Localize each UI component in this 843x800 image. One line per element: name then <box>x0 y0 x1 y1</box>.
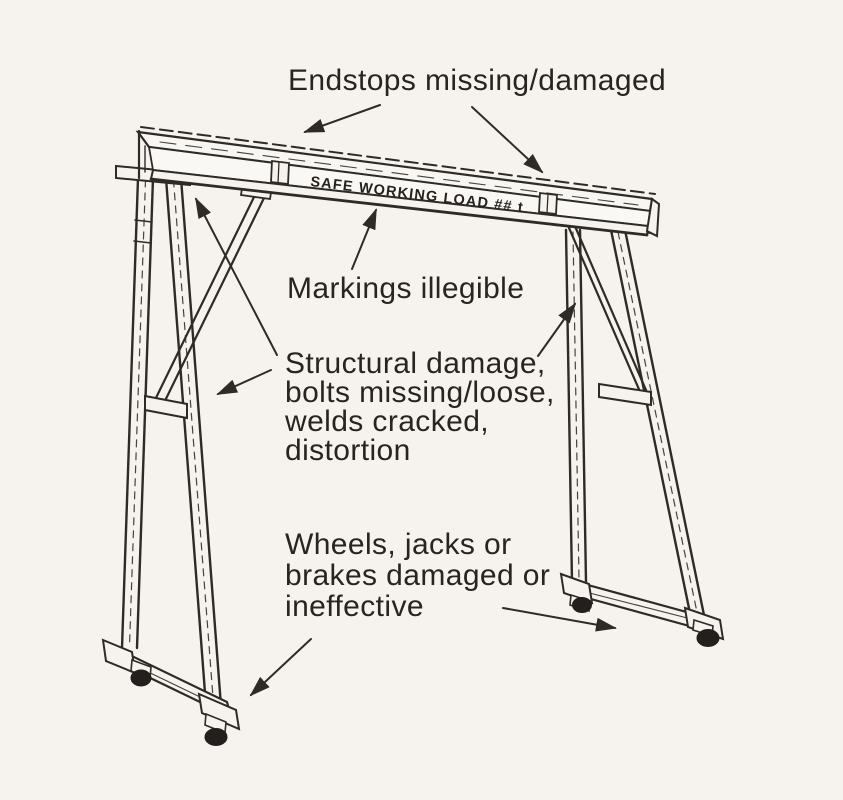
right-diagonal-brace <box>564 219 651 399</box>
label-endstops-missing-damaged: Endstops missing/damaged <box>288 64 667 97</box>
endstop-bracket-left <box>270 159 290 186</box>
arrow-markings <box>351 208 377 270</box>
left-diagonal-brace <box>151 180 274 411</box>
arrow-wheels-right <box>502 607 617 632</box>
endstop-bracket-right <box>538 191 558 216</box>
right-cross-member <box>598 382 652 407</box>
arrow-endstops-right <box>471 106 544 174</box>
arrow-structural-top <box>195 197 278 356</box>
arrow-wheels-left <box>249 638 312 697</box>
right-a-frame <box>553 210 725 647</box>
right-front-caster <box>569 593 592 613</box>
label-structural-damage: Structural damage, bolts missing/loose, … <box>285 347 555 467</box>
girder-beam <box>135 126 661 238</box>
left-cross-member <box>144 394 188 420</box>
arrow-endstops-left <box>303 104 381 133</box>
label-markings-illegible: Markings illegible <box>287 272 525 305</box>
callout-arrows <box>195 104 617 697</box>
arrow-structural-right <box>537 302 577 357</box>
right-rear-caster <box>692 618 720 647</box>
beam-right-end <box>645 197 661 238</box>
left-rear-caster <box>204 712 228 746</box>
left-a-frame <box>101 164 274 746</box>
arrow-structural-left <box>216 369 272 395</box>
left-front-caster <box>130 658 152 687</box>
label-wheels-jacks-brakes: Wheels, jacks or brakes damaged or ineff… <box>285 528 551 623</box>
